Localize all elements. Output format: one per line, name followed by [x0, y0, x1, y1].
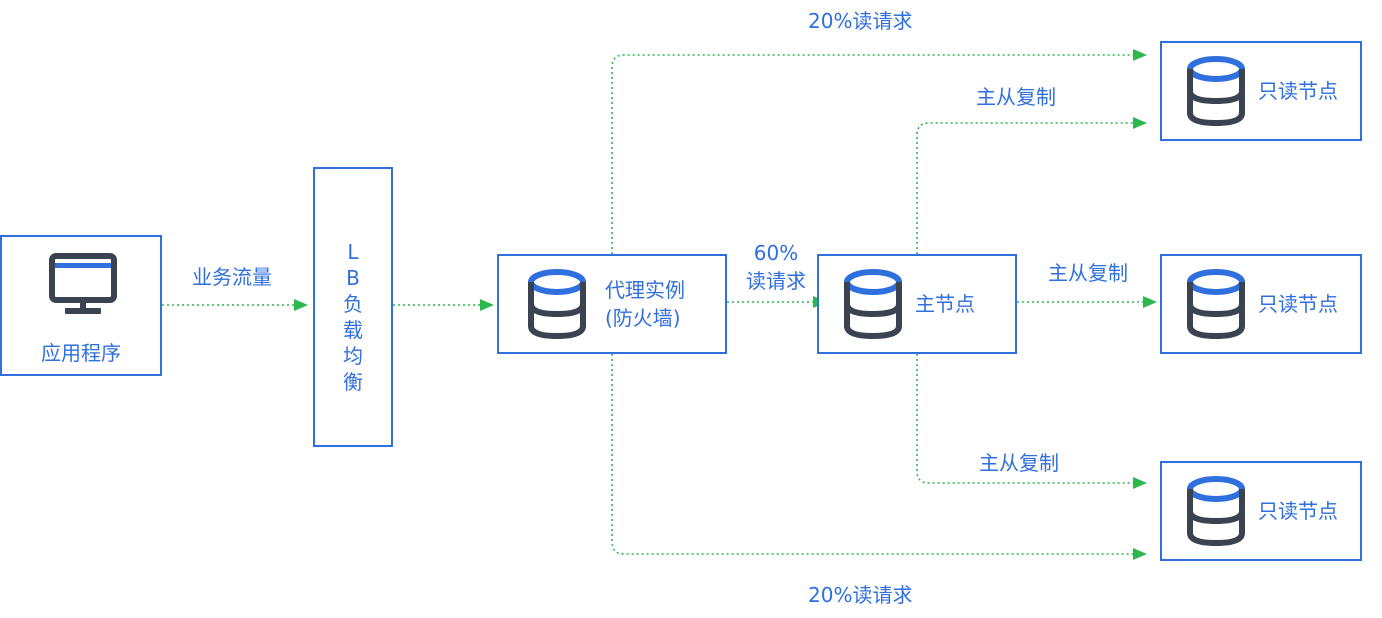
master-label: 主节点 — [915, 292, 975, 316]
proxy-label-line2: (防火墙) — [605, 306, 681, 330]
edge-master-to-replica-top — [916, 117, 1147, 254]
edge-label-replication-mid: 主从复制 — [1048, 261, 1128, 285]
lb-node: LB负载均衡 — [313, 167, 393, 447]
edge-label-60-read: 读请求 — [746, 269, 806, 293]
database-icon — [844, 269, 902, 340]
replica-node-mid: 只读节点 — [1160, 254, 1362, 354]
replica-label-top: 只读节点 — [1258, 79, 1338, 103]
replica-node-bottom: 只读节点 — [1160, 461, 1362, 561]
proxy-node: 代理实例 (防火墙) — [497, 254, 727, 354]
database-icon — [1187, 476, 1245, 547]
edge-label-replication-bottom: 主从复制 — [979, 451, 1059, 475]
proxy-label-line1: 代理实例 — [605, 278, 685, 302]
replica-label-bottom: 只读节点 — [1258, 499, 1338, 523]
lb-label: LB负载均衡 — [343, 240, 363, 394]
monitor-icon — [49, 253, 117, 314]
app-node: 应用程序 — [0, 235, 162, 376]
edge-label-replication-top: 主从复制 — [976, 85, 1056, 109]
replica-label-mid: 只读节点 — [1258, 292, 1338, 316]
app-label: 应用程序 — [41, 341, 121, 365]
edge-proxy-to-replica-bottom — [611, 354, 1147, 560]
master-node: 主节点 — [817, 254, 1017, 354]
edge-label-business-traffic: 业务流量 — [192, 265, 272, 289]
database-icon — [1187, 56, 1245, 127]
edge-proxy-to-replica-top — [611, 49, 1147, 254]
edge-label-20-percent-top: 20%读请求 — [808, 9, 913, 33]
edge-label-20-percent-bottom: 20%读请求 — [808, 583, 913, 607]
database-icon — [528, 269, 586, 340]
edge-label-60-percent: 60% — [753, 241, 799, 265]
database-icon — [1187, 269, 1245, 340]
replica-node-top: 只读节点 — [1160, 41, 1362, 141]
edge-master-to-replica-bottom — [916, 354, 1147, 489]
